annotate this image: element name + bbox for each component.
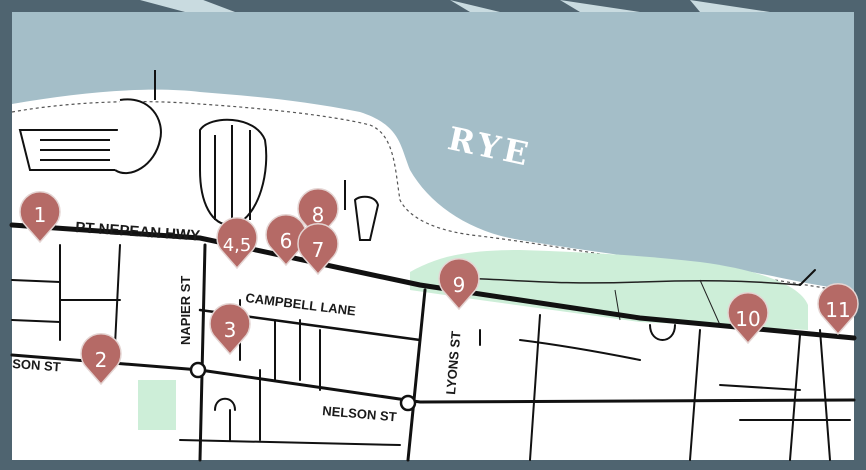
map-marker-11[interactable]: 11: [817, 282, 859, 336]
water-body: [12, 12, 854, 290]
marker-label: 3: [224, 318, 237, 342]
park-small: [138, 380, 176, 430]
map-marker-2[interactable]: 2: [80, 332, 122, 386]
street-label-nelson-st-west: SON ST: [12, 356, 61, 374]
marker-label: 10: [735, 307, 760, 331]
marker-label: 9: [453, 273, 466, 297]
map-marker-3[interactable]: 3: [209, 302, 251, 356]
marina-structures: [18, 70, 380, 241]
map-markers: 1 2 3 4,5 6 8 7 9: [19, 187, 859, 386]
street-label-nelson-st: NELSON ST: [322, 403, 397, 424]
street-label-napier-st: NAPIER ST: [178, 276, 193, 345]
marker-label: 2: [95, 348, 108, 372]
frame-decor: [450, 0, 500, 12]
frame-decor: [560, 0, 640, 12]
shoreline: [11, 101, 855, 293]
frame-decor: [140, 0, 235, 12]
frame-decor: [690, 0, 770, 12]
marker-label: 6: [280, 229, 293, 253]
map-marker-4-5[interactable]: 4,5: [216, 216, 258, 270]
street-label-lyons-st: LYONS ST: [443, 330, 464, 395]
map-marker-7[interactable]: 7: [297, 222, 339, 276]
park-trail: [459, 277, 801, 286]
map-marker-1[interactable]: 1: [19, 190, 61, 244]
marker-label: 4,5: [223, 235, 252, 256]
marker-label: 11: [825, 298, 850, 322]
marker-label: 7: [312, 238, 325, 262]
foreshore-park: [410, 250, 808, 330]
marker-label: 8: [312, 203, 325, 227]
roundabout: [189, 361, 207, 379]
marker-label: 1: [34, 203, 47, 227]
roundabout: [399, 394, 417, 412]
map-marker-9[interactable]: 9: [438, 257, 480, 311]
map-marker-10[interactable]: 10: [727, 291, 769, 345]
